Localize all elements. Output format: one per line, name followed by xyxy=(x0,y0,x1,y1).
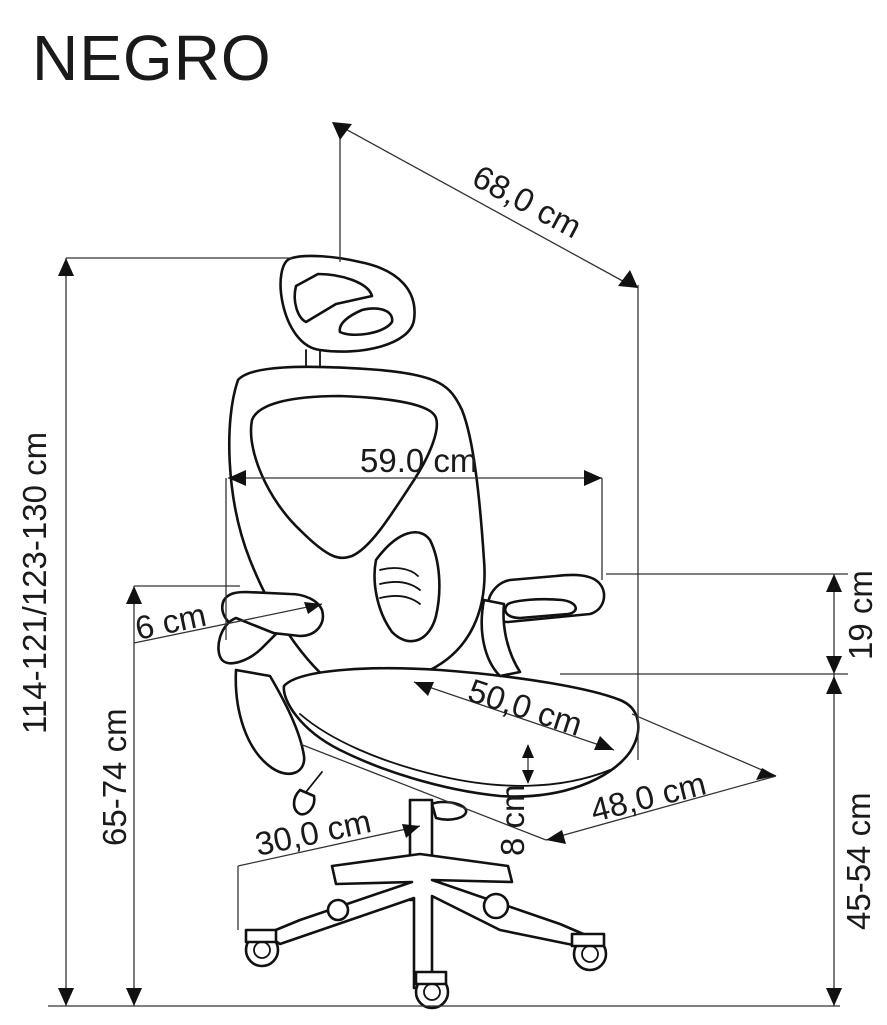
caster-right xyxy=(570,932,608,972)
arrow-seat-height-top xyxy=(826,676,842,694)
label-armrest-above-seat: 19 cm xyxy=(842,570,879,660)
star-base xyxy=(264,852,590,990)
label-armrest-width: 59.0 cm xyxy=(360,442,477,479)
arrow-adjust-bottom xyxy=(522,770,534,784)
arrow-armrest-height-top xyxy=(126,586,142,604)
arrow-width-right xyxy=(584,470,602,486)
arrow-base xyxy=(402,824,420,838)
armrest-left-support xyxy=(217,616,278,665)
label-armrest-thickness: 6 cm xyxy=(132,596,210,647)
armrest-right-support xyxy=(480,598,522,678)
arrow-armrest-height-bottom xyxy=(126,988,142,1006)
caster-front xyxy=(414,970,450,1010)
arrow-seat-width-start xyxy=(546,830,566,844)
arrow-19-bottom xyxy=(826,656,842,674)
arrow-seat-height-bottom xyxy=(826,988,842,1006)
headrest-post xyxy=(305,349,321,369)
arrow-width-left xyxy=(228,470,246,486)
lumbar-support xyxy=(373,530,441,643)
label-total-height: 114-121/123-130 cm xyxy=(16,432,53,734)
caster-left xyxy=(244,928,280,968)
arrow-depth-end xyxy=(618,270,638,288)
label-total-depth: 68,0 cm xyxy=(467,158,588,246)
arrow-height-bottom xyxy=(58,988,74,1006)
dimension-arrows xyxy=(58,122,842,1006)
chair-illustration xyxy=(217,254,640,1010)
arrow-adjust-top xyxy=(522,744,534,758)
arrow-19-top xyxy=(826,574,842,592)
product-title: NEGRO xyxy=(32,22,272,94)
dimension-lines xyxy=(48,125,848,1007)
tilt-lever xyxy=(305,771,323,793)
tilt-knob xyxy=(292,788,316,816)
caster-back-right xyxy=(482,892,510,920)
label-seat-adjustment: 8 cm xyxy=(494,784,531,856)
lumbar-slots xyxy=(379,567,421,605)
arrow-height-top xyxy=(58,258,74,276)
armrest-left-frame xyxy=(234,668,306,775)
label-armrest-floor-height: 65-74 cm xyxy=(96,708,133,846)
headrest-opening xyxy=(293,272,374,324)
caster-back-left xyxy=(326,898,350,922)
arrow-seat-depth-end xyxy=(594,736,614,750)
headrest-opening-2 xyxy=(338,307,394,336)
label-base-radius: 30,0 cm xyxy=(252,802,375,863)
backrest-mesh-upper xyxy=(249,394,439,560)
arrow-seat-width-end xyxy=(756,768,776,780)
armrest-right-inner xyxy=(504,597,577,620)
arrow-depth-start xyxy=(332,122,352,140)
label-seat-height: 45-54 cm xyxy=(840,792,877,930)
seat xyxy=(282,667,640,798)
arrow-armrest-thickness xyxy=(304,602,322,614)
seat-lever-knob xyxy=(430,800,468,821)
seat-edge xyxy=(299,713,611,787)
arrow-seat-depth-start xyxy=(414,682,434,696)
